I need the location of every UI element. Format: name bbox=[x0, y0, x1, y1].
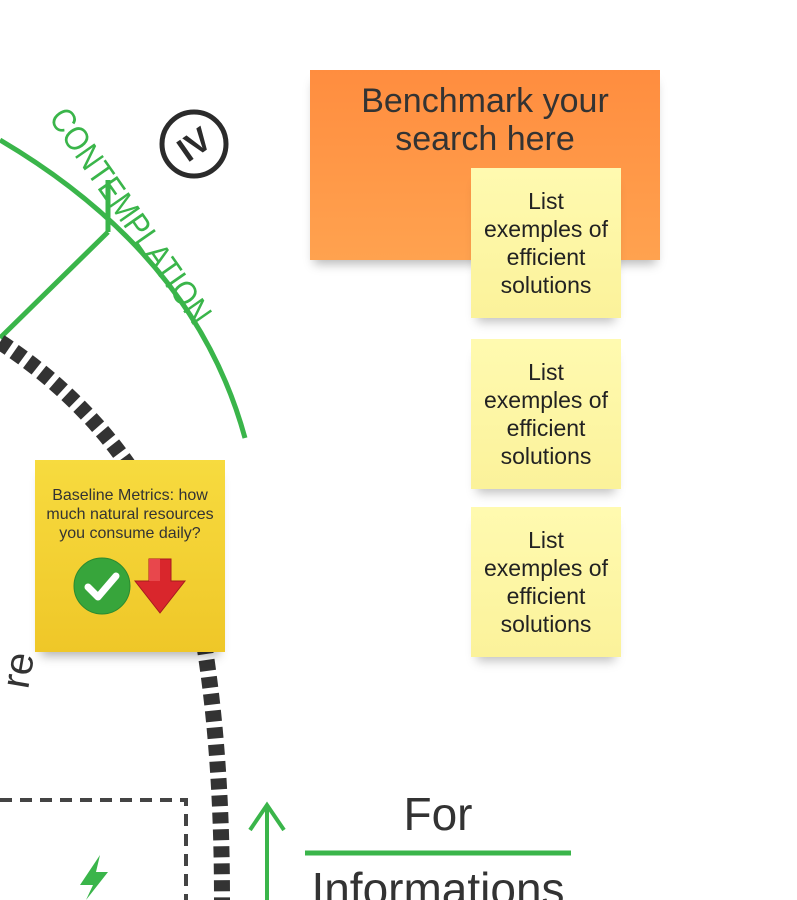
baseline-icons bbox=[73, 557, 187, 615]
arc-connector-line bbox=[0, 230, 110, 340]
baseline-note-text: Baseline Metrics: how much natural resou… bbox=[46, 487, 214, 542]
contemplation-arc bbox=[0, 137, 248, 439]
red-down-arrow-icon bbox=[133, 558, 187, 614]
benchmark-note-text: Benchmark your search here bbox=[361, 82, 609, 158]
for-label: For bbox=[404, 788, 473, 840]
example-sticky-note[interactable]: List exemples of efficient solutions bbox=[471, 507, 621, 657]
roman-numeral-badge-icon: IV bbox=[159, 109, 229, 179]
lightning-icon bbox=[80, 855, 108, 900]
informations-label: Informations bbox=[311, 863, 564, 900]
partial-curve-text: re bbox=[0, 649, 43, 692]
example-note-text: List exemples of efficient solutions bbox=[483, 527, 608, 637]
example-note-text: List exemples of efficient solutions bbox=[483, 359, 608, 469]
check-circle-icon bbox=[73, 557, 131, 615]
baseline-sticky-note[interactable]: Baseline Metrics: how much natural resou… bbox=[35, 460, 225, 652]
up-arrow-icon bbox=[248, 801, 286, 900]
dashed-box bbox=[0, 798, 188, 900]
example-sticky-note[interactable]: List exemples of efficient solutions bbox=[471, 168, 621, 318]
example-sticky-note[interactable]: List exemples of efficient solutions bbox=[471, 339, 621, 489]
example-note-text: List exemples of efficient solutions bbox=[483, 188, 608, 298]
